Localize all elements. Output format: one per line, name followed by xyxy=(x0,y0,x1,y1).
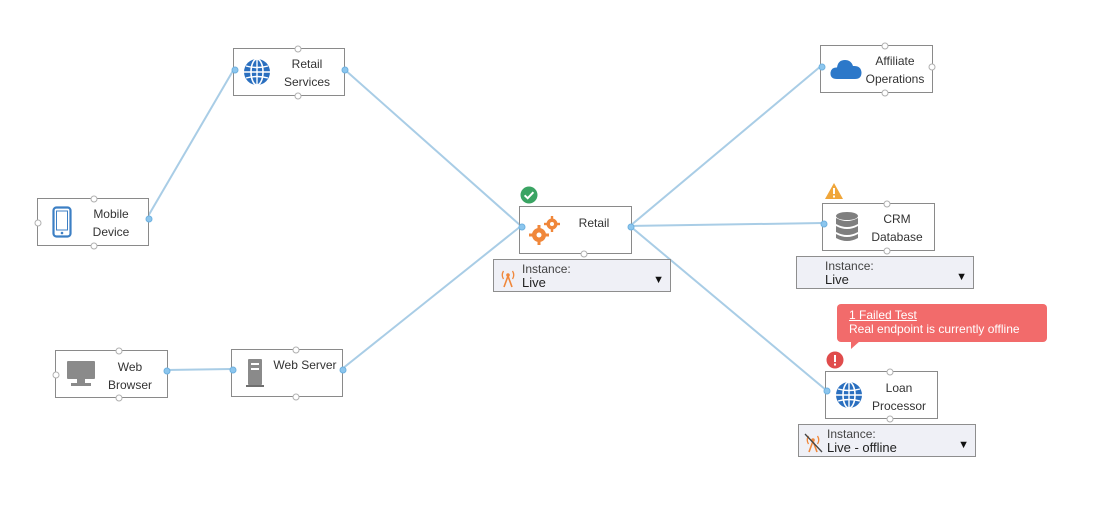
antenna-offline-icon xyxy=(804,432,824,457)
node-label-line: Retail xyxy=(291,57,323,71)
instance-value: Live xyxy=(825,272,849,287)
port-right[interactable] xyxy=(627,223,635,231)
port-bottom[interactable] xyxy=(881,89,889,97)
node-retail-services[interactable]: Retail Services xyxy=(231,45,349,100)
port-top[interactable] xyxy=(292,346,300,354)
node-loan-processor[interactable]: Loan Processor xyxy=(823,368,938,423)
port-bottom[interactable] xyxy=(115,394,123,402)
node-label-line: Retail xyxy=(578,216,610,230)
failed-test-tooltip: 1 Failed Test Real endpoint is currently… xyxy=(837,304,1047,349)
instance-selector-loan[interactable]: Instance: Live - offline ▼ xyxy=(798,424,976,457)
edge-web-browser-web-server[interactable] xyxy=(165,368,233,371)
gears-icon xyxy=(528,214,562,246)
port-right[interactable] xyxy=(928,63,936,71)
dropdown-caret-icon[interactable]: ▼ xyxy=(958,439,969,451)
node-label: Web Browser xyxy=(95,358,165,394)
node-label-line: Services xyxy=(283,75,330,89)
node-label-line: Web Server xyxy=(273,358,337,372)
port-right[interactable] xyxy=(341,66,349,74)
port-left[interactable] xyxy=(818,63,826,71)
edge-retail-services-retail[interactable] xyxy=(343,68,522,227)
edge-retail-loan[interactable] xyxy=(629,225,827,391)
node-label-line: Database xyxy=(871,230,923,244)
instance-label: Instance: xyxy=(825,259,874,273)
port-top[interactable] xyxy=(883,200,891,208)
node-label-line: Mobile xyxy=(93,207,129,221)
instance-label: Instance: xyxy=(827,427,876,441)
warning-icon xyxy=(824,182,844,205)
node-label: Loan Processor xyxy=(870,379,928,415)
node-retail[interactable]: Retail xyxy=(518,206,635,258)
node-mobile-device[interactable]: Mobile Device xyxy=(34,195,153,250)
node-affiliate-operations[interactable]: Affiliate Operations xyxy=(818,42,936,97)
edge-mobile-retail-services[interactable] xyxy=(146,68,235,219)
cloud-icon xyxy=(829,57,863,81)
node-label: CRM Database xyxy=(867,210,927,246)
node-label-line: Loan xyxy=(885,381,913,395)
globe-icon xyxy=(242,57,272,87)
port-left[interactable] xyxy=(823,387,831,395)
port-left[interactable] xyxy=(229,366,237,374)
instance-selector-crm[interactable]: Instance: Live ▼ xyxy=(796,256,974,289)
port-left[interactable] xyxy=(34,219,42,227)
node-label-line: Affiliate xyxy=(875,54,915,68)
node-label-line: Operations xyxy=(865,72,925,86)
server-icon xyxy=(246,358,266,388)
edge-retail-affiliate[interactable] xyxy=(629,65,822,227)
instance-label: Instance: xyxy=(522,262,571,276)
node-label: Web Server xyxy=(272,356,338,374)
port-bottom[interactable] xyxy=(580,250,588,258)
node-web-server[interactable]: Web Server xyxy=(229,346,347,401)
port-top[interactable] xyxy=(294,45,302,53)
node-label-line: Processor xyxy=(871,399,927,413)
dropdown-caret-icon[interactable]: ▼ xyxy=(956,271,967,283)
antenna-icon xyxy=(499,268,517,291)
port-bottom[interactable] xyxy=(883,247,891,255)
port-left[interactable] xyxy=(52,371,60,379)
node-label: Retail xyxy=(572,214,616,232)
port-left[interactable] xyxy=(518,223,526,231)
node-label-line: Web Browser xyxy=(107,360,152,392)
port-bottom[interactable] xyxy=(886,415,894,423)
globe-icon xyxy=(834,380,864,410)
error-icon[interactable] xyxy=(826,351,844,374)
node-label-line: CRM xyxy=(883,212,911,226)
port-bottom[interactable] xyxy=(294,92,302,100)
node-crm-database[interactable]: CRM Database xyxy=(820,200,935,255)
port-top[interactable] xyxy=(90,195,98,203)
database-icon xyxy=(835,211,859,243)
port-right[interactable] xyxy=(163,367,171,375)
port-top[interactable] xyxy=(881,42,889,50)
tooltip-message: Real endpoint is currently offline xyxy=(849,322,1020,336)
node-label: Affiliate Operations xyxy=(863,52,927,88)
port-bottom[interactable] xyxy=(90,242,98,250)
edge-retail-crm[interactable] xyxy=(629,222,824,227)
failed-test-link[interactable]: 1 Failed Test xyxy=(849,308,917,322)
desktop-monitor-icon xyxy=(66,360,96,388)
port-top[interactable] xyxy=(115,347,123,355)
port-right[interactable] xyxy=(145,215,153,223)
instance-value: Live xyxy=(522,275,546,290)
node-label: Retail Services xyxy=(280,55,334,91)
node-label-line: Device xyxy=(92,225,130,239)
mobile-phone-icon xyxy=(52,206,72,238)
port-left[interactable] xyxy=(820,220,828,228)
port-right[interactable] xyxy=(339,366,347,374)
port-left[interactable] xyxy=(231,66,239,74)
port-bottom[interactable] xyxy=(292,393,300,401)
tooltip-tail xyxy=(851,341,860,349)
node-web-browser[interactable]: Web Browser xyxy=(52,347,171,402)
port-top[interactable] xyxy=(886,368,894,376)
instance-value: Live - offline xyxy=(827,440,897,455)
success-check-icon xyxy=(520,186,538,209)
dropdown-caret-icon[interactable]: ▼ xyxy=(653,274,664,286)
instance-selector-retail[interactable]: Instance: Live ▼ xyxy=(493,259,671,292)
node-label: Mobile Device xyxy=(86,205,136,241)
edge-web-server-retail[interactable] xyxy=(341,225,522,370)
